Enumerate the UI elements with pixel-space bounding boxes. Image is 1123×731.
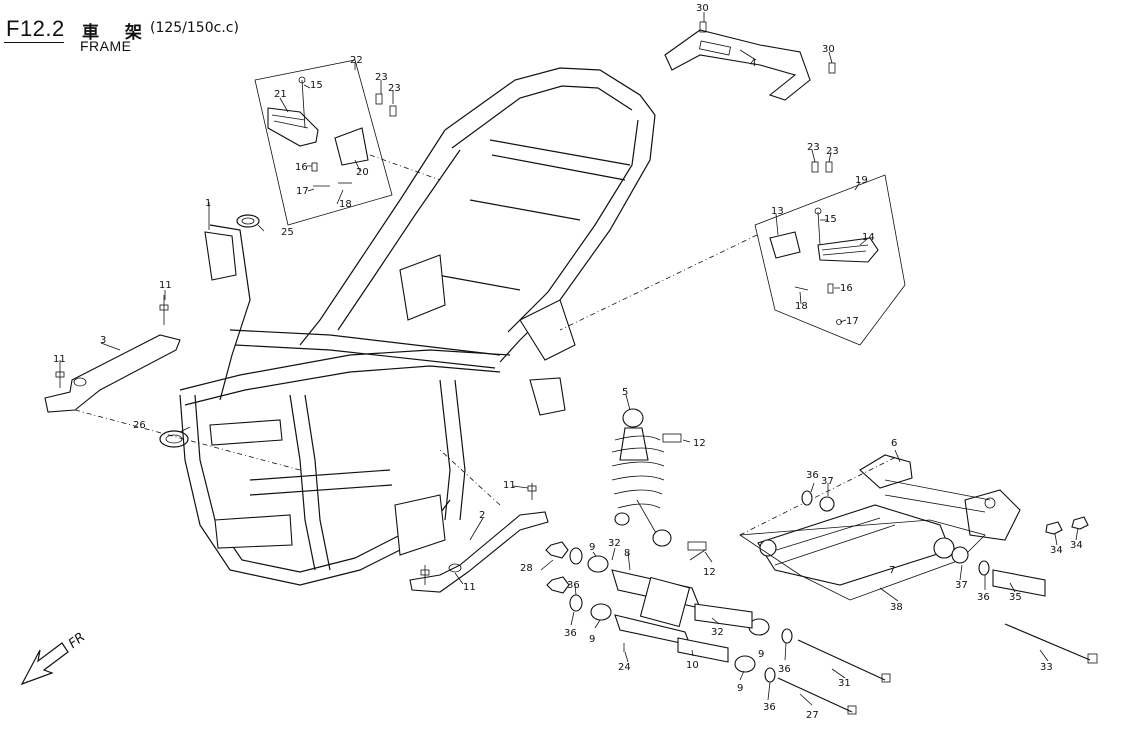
- callout-12: 12: [693, 438, 706, 449]
- callout-31: 31: [838, 678, 851, 689]
- washers-and-nuts: [545, 490, 1089, 683]
- callout-28: 28: [520, 563, 533, 574]
- right-footboard-bracket: [409, 449, 549, 593]
- callout-25: 25: [281, 227, 294, 238]
- bolt-set-11: [55, 295, 537, 585]
- callout-27: 27: [806, 710, 819, 721]
- left-footrest-assembly: [267, 76, 397, 187]
- callout-6: 6: [891, 438, 897, 449]
- callout-18: 18: [339, 199, 352, 210]
- callout-36: 36: [977, 592, 990, 603]
- left-footboard-bracket: [44, 334, 301, 471]
- right-footrest-group-outline: [559, 174, 906, 346]
- callout-19: 19: [855, 175, 868, 186]
- callout-30: 30: [696, 3, 709, 14]
- collars-and-bushings: [587, 496, 1046, 673]
- callout-35: 35: [1009, 592, 1022, 603]
- leader-lines: [59, 12, 1079, 706]
- callout-21: 21: [274, 89, 287, 100]
- callout-11: 11: [53, 354, 66, 365]
- callout-26: 26: [133, 420, 146, 431]
- callout-11: 11: [503, 480, 516, 491]
- callout-18: 18: [795, 301, 808, 312]
- callout-4: 4: [750, 58, 756, 69]
- rear-carrier-bracket: [664, 29, 811, 101]
- callout-37: 37: [821, 476, 834, 487]
- callout-9: 9: [737, 683, 743, 694]
- callout-23: 23: [375, 72, 388, 83]
- callout-34: 34: [1050, 545, 1063, 556]
- callout-20: 20: [356, 167, 369, 178]
- swing-arm: [738, 454, 1021, 601]
- callout-9: 9: [758, 649, 764, 660]
- callout-5: 5: [622, 387, 628, 398]
- callout-32: 32: [608, 538, 621, 549]
- callout-9: 9: [589, 634, 595, 645]
- callout-23: 23: [388, 83, 401, 94]
- callout-23: 23: [807, 142, 820, 153]
- main-frame: [179, 67, 656, 586]
- callout-22: 22: [350, 55, 363, 66]
- callout-23: 23: [826, 146, 839, 157]
- callout-11: 11: [159, 280, 172, 291]
- callout-34: 34: [1070, 540, 1083, 551]
- callout-14: 14: [862, 232, 875, 243]
- callout-17: 17: [296, 186, 309, 197]
- callout-33: 33: [1040, 662, 1053, 673]
- front-direction-arrow: [20, 642, 69, 686]
- right-footrest-assembly: [769, 161, 879, 325]
- diagram-title-english: FRAME: [80, 38, 132, 54]
- callout-36: 36: [778, 664, 791, 675]
- callout-32: 32: [711, 627, 724, 638]
- callout-2: 2: [479, 510, 485, 521]
- callout-15: 15: [310, 80, 323, 91]
- callout-17: 17: [846, 316, 859, 327]
- callout-36: 36: [567, 580, 580, 591]
- callout-8: 8: [624, 548, 630, 559]
- long-axle-bolts: [777, 623, 1098, 715]
- callout-9: 9: [589, 542, 595, 553]
- callout-36: 36: [806, 470, 819, 481]
- diagram-code: F12.2: [6, 16, 65, 41]
- callout-30: 30: [822, 44, 835, 55]
- callout-36: 36: [763, 702, 776, 713]
- rear-shock-absorber: [611, 408, 707, 551]
- callout-16: 16: [840, 283, 853, 294]
- callout-12: 12: [703, 567, 716, 578]
- callout-10: 10: [686, 660, 699, 671]
- grommet-26: [159, 430, 189, 448]
- callout-24: 24: [618, 662, 631, 673]
- callout-37: 37: [955, 580, 968, 591]
- title-underline: [4, 42, 64, 43]
- callout-36: 36: [564, 628, 577, 639]
- callout-7: 7: [889, 565, 895, 576]
- diagram-title-chinese: 車 架: [82, 23, 152, 43]
- callout-1: 1: [205, 198, 211, 209]
- callout-11: 11: [463, 582, 476, 593]
- callout-13: 13: [771, 206, 784, 217]
- callout-16: 16: [295, 162, 308, 173]
- grommet-25: [236, 214, 260, 228]
- callout-3: 3: [100, 335, 106, 346]
- part-callouts: 1 25 11 11 3 26 2 11 11 28 5 12 12 32 32…: [53, 3, 1083, 721]
- left-footrest-group-outline: [254, 59, 441, 226]
- diagram-displacement: (125/150c.c): [150, 20, 239, 36]
- callout-15: 15: [824, 214, 837, 225]
- callout-38: 38: [890, 602, 903, 613]
